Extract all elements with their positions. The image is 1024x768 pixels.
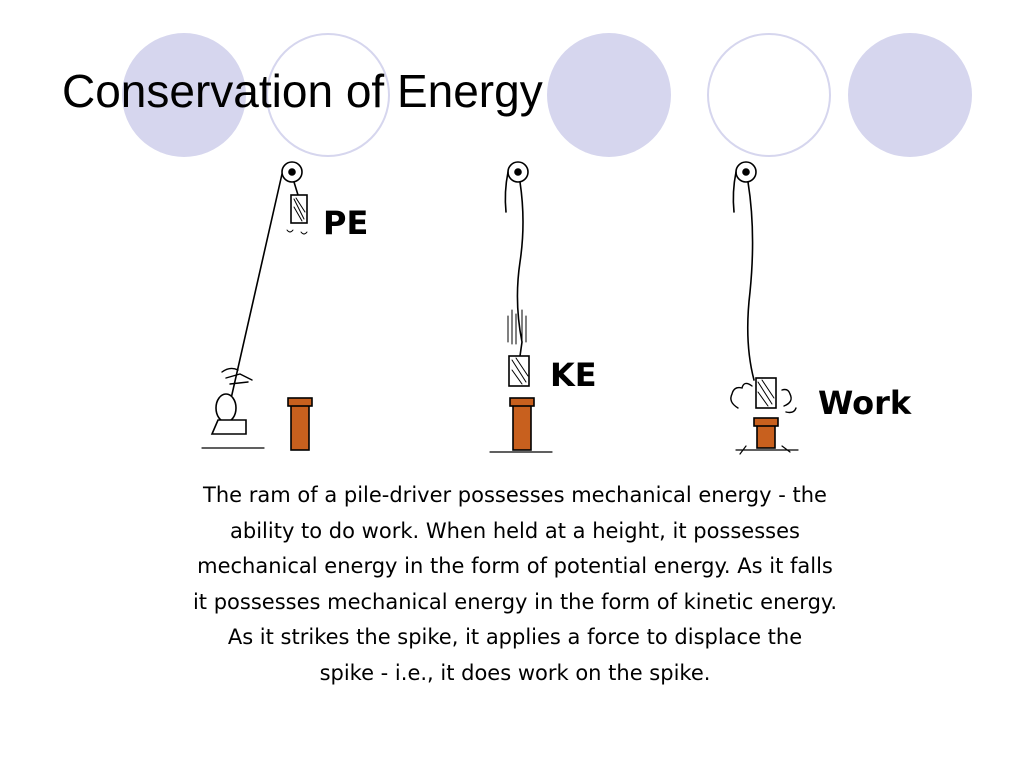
decorative-circle: [122, 33, 246, 157]
stage-ke-drawing: KE: [489, 161, 597, 453]
decorative-circle-outline: [266, 33, 390, 157]
stage-label-ke: KE: [550, 356, 597, 394]
pile-driver-illustration: PE KE: [201, 161, 912, 455]
caption-line: spike - i.e., it does work on the spike.: [319, 660, 711, 685]
caption-line: As it strikes the spike, it applies a fo…: [227, 625, 803, 649]
stage-pe-drawing: PE: [201, 161, 368, 451]
caption-line: mechanical energy in the form of potenti…: [197, 554, 833, 578]
caption-line: The ram of a pile-driver possesses mecha…: [203, 483, 827, 507]
caption-line: it possesses mechanical energy in the fo…: [192, 589, 838, 614]
caption-text: The ram of a pile-driver possesses mecha…: [100, 478, 930, 691]
stage-label-work: Work: [818, 384, 912, 422]
caption-line: ability to do work. When held at a heigh…: [230, 518, 800, 543]
slide-title: Conservation of Energy: [62, 65, 543, 117]
decorative-circle: [547, 33, 671, 157]
decorative-circle-outline: [707, 33, 831, 157]
stage-label-pe: PE: [323, 204, 368, 242]
decorative-circle: [848, 33, 972, 157]
stage-work-drawing: Work: [730, 161, 912, 455]
